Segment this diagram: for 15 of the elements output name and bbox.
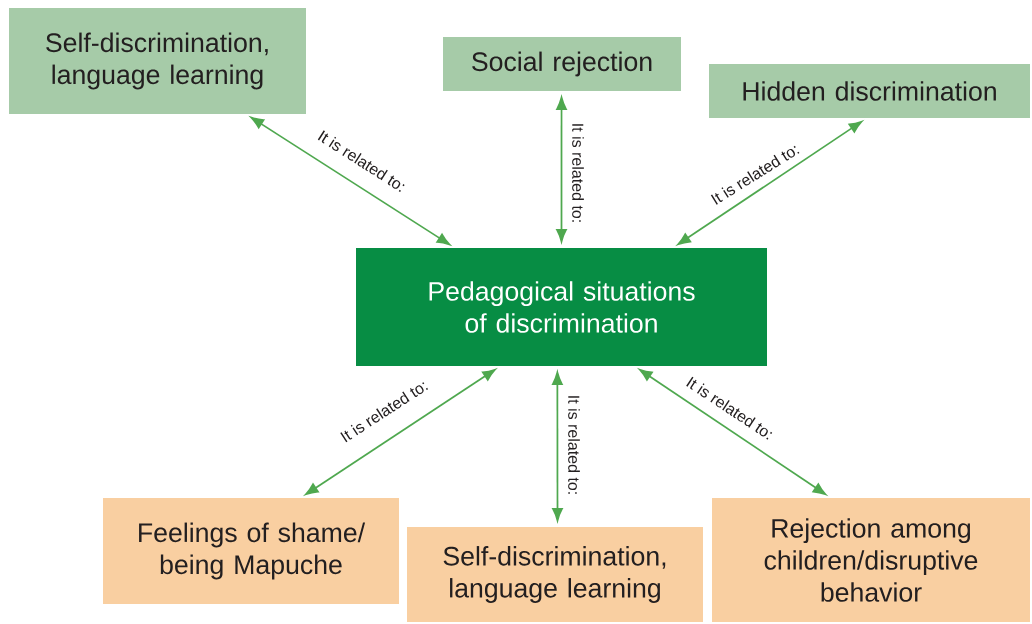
edge-label: It is related to: <box>572 124 584 222</box>
concept-box: Hidden discrimination <box>709 64 1030 118</box>
concept-box: Feelings of shame/ being Mapuche <box>103 498 399 604</box>
double-arrow <box>677 120 863 246</box>
double-arrow <box>552 371 563 522</box>
concept-box: Self-discrimination, language learning <box>407 527 703 622</box>
concept-box: Social rejection <box>443 37 681 91</box>
edge-label: It is related to: <box>568 396 580 494</box>
double-arrow <box>305 368 496 496</box>
double-arrow <box>250 116 451 246</box>
double-arrow <box>639 368 827 496</box>
double-arrow <box>556 96 567 243</box>
concept-box: Rejection among children/disruptive behavior <box>712 498 1030 622</box>
concept-box: Self-discrimination, language learning <box>9 8 306 114</box>
concept-box: Pedagogical situations of discrimination <box>356 248 767 366</box>
